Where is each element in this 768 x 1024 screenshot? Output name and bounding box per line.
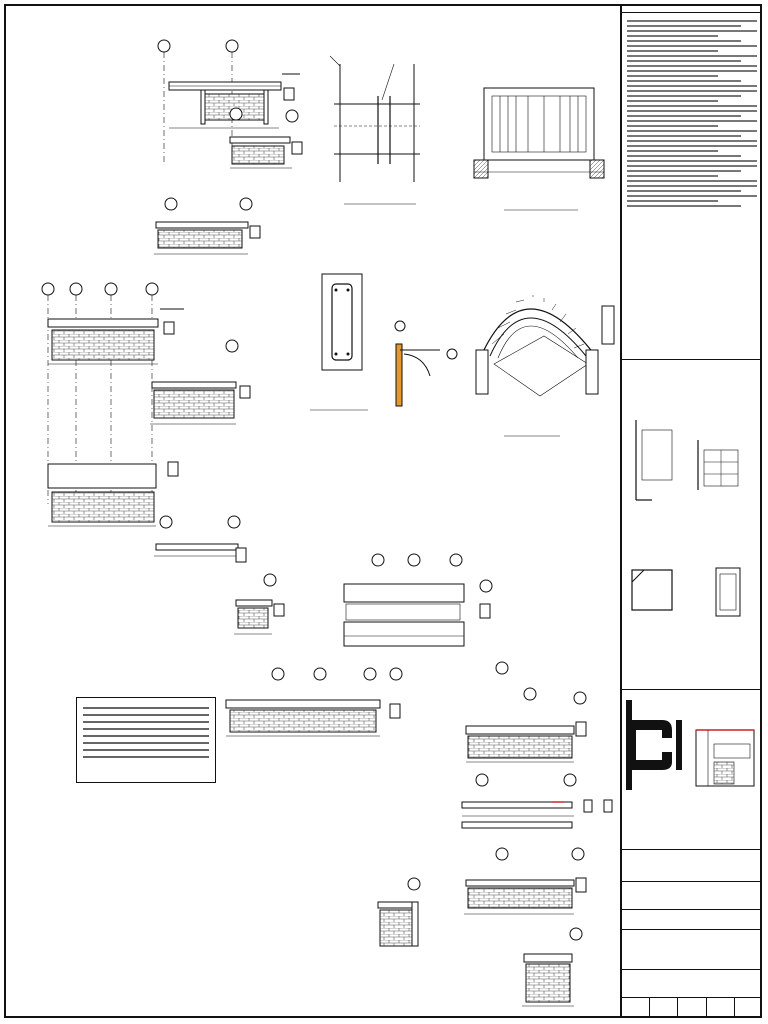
- tb-cell: [707, 998, 735, 1018]
- tb-sheet-title: [622, 970, 762, 998]
- tb-location: [622, 882, 762, 910]
- tb-owner: [622, 910, 762, 930]
- roof-isometric-elevation: [695, 729, 755, 787]
- note-line: [627, 205, 742, 207]
- detail-stirrup-bend: [631, 569, 673, 611]
- note-line: [627, 80, 742, 82]
- legend-line: [83, 756, 209, 758]
- note-line: [627, 95, 742, 97]
- note-line: [627, 75, 718, 77]
- detail-hook-bar: [635, 420, 673, 501]
- note-line: [627, 180, 757, 182]
- detail-3: [310, 273, 368, 411]
- beam-elevation-eje-1p: [157, 39, 300, 164]
- note-line: [627, 125, 718, 127]
- note-line: [627, 115, 742, 117]
- beam-elevation-eje-dp: [465, 661, 587, 763]
- legend-line: [83, 707, 209, 709]
- logo-and-elevation: [626, 700, 755, 790]
- note-line: [627, 90, 757, 92]
- general-notes-panel: [620, 4, 762, 360]
- firm-logo: [626, 700, 682, 790]
- note-line: [627, 20, 757, 22]
- structural-drawing: [41, 39, 615, 1007]
- note-line: [627, 50, 718, 52]
- rebar-details-panel: [620, 360, 762, 690]
- detail-beam-ends: [715, 567, 741, 617]
- beam-elevation-eje-hp: [377, 877, 421, 947]
- tb-cell: [735, 998, 762, 1018]
- beam-elevation-eje-11p: [234, 573, 285, 635]
- note-line: [627, 105, 757, 107]
- logo-elevation-panel: [620, 690, 762, 850]
- rebar-details: [631, 420, 741, 617]
- tb-cell: [678, 998, 707, 1018]
- note-line: [627, 100, 718, 102]
- legend-line: [83, 721, 209, 723]
- note-line: [627, 70, 757, 72]
- beam-elevation-eje-i: [522, 927, 583, 1007]
- title-block: [620, 850, 762, 1018]
- beam-elevation-eje-10: [154, 515, 247, 563]
- note-line: [627, 35, 718, 37]
- note-line: [627, 200, 718, 202]
- note-line: [627, 65, 757, 67]
- note-line: [627, 165, 757, 167]
- note-line: [627, 145, 757, 147]
- tb-cell: [622, 998, 651, 1018]
- beam-elevation-eje-9p: [47, 461, 179, 527]
- note-line: [627, 30, 757, 32]
- tb-engineer: [622, 930, 762, 970]
- detail-bar-anchorage: [697, 440, 739, 490]
- beam-elevation-eje-6p: [41, 282, 184, 504]
- note-line: [627, 195, 757, 197]
- legend-line: [83, 742, 209, 744]
- note-line: [627, 85, 757, 87]
- tb-project: [622, 850, 762, 882]
- note-line: [627, 40, 742, 42]
- tb-metadata-grid: [622, 998, 762, 1018]
- note-line: [627, 155, 742, 157]
- legend: [76, 697, 216, 783]
- isometric-curved-beam: [475, 295, 599, 437]
- note-line: [627, 140, 757, 142]
- note-line: [627, 135, 742, 137]
- legend-line: [83, 735, 209, 737]
- note-line: [627, 55, 757, 57]
- note-line: [627, 160, 757, 162]
- legend-line: [83, 749, 209, 751]
- note-line: [627, 130, 757, 132]
- note-line: [627, 60, 742, 62]
- beam-elevation-eje-b: [343, 553, 493, 647]
- beam-elevation-eje-e: [461, 773, 613, 829]
- beam-elevation-eje-3: [229, 107, 303, 169]
- note-line: [627, 150, 718, 152]
- note-line: [627, 170, 742, 172]
- detail-1: [329, 55, 420, 205]
- note-line: [627, 175, 718, 177]
- legend-line: [83, 714, 209, 716]
- note-line: [627, 185, 757, 187]
- note-line: [627, 110, 757, 112]
- tb-cell: [650, 998, 679, 1018]
- plan-view: [394, 320, 458, 407]
- note-line: [627, 45, 757, 47]
- drawing-area: [4, 4, 620, 1018]
- note-line: [627, 190, 742, 192]
- beam-elevation-eje-5p: [154, 197, 261, 255]
- note-line: [627, 120, 757, 122]
- beam-elevation-eje-h: [464, 847, 587, 915]
- detail-2: [473, 87, 605, 211]
- notes-body: [622, 13, 762, 214]
- notes-title: [622, 4, 762, 13]
- curved-beam-section: [601, 305, 615, 345]
- legend-line: [83, 728, 209, 730]
- beam-elevation-eje-d: [225, 667, 403, 737]
- beam-elevation-eje-9: [150, 339, 251, 425]
- note-line: [627, 25, 742, 27]
- drawing-sheet: [4, 4, 762, 1018]
